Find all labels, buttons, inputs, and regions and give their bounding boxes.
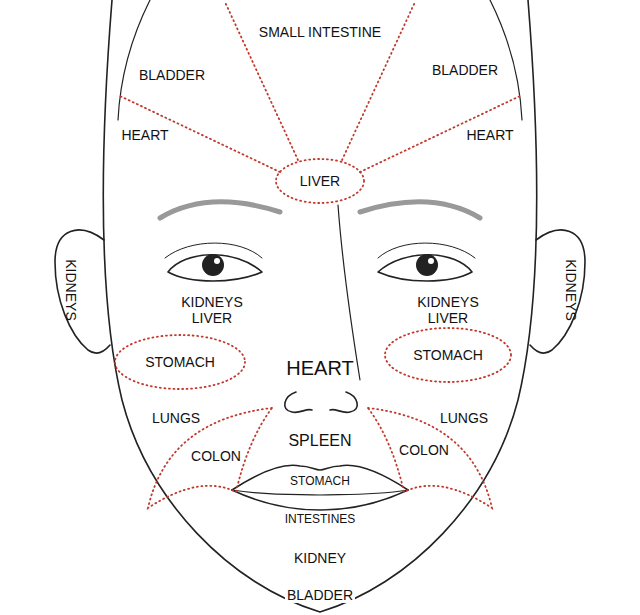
zone-name: COLON: [399, 442, 449, 458]
ear-label: KIDNEYS: [563, 257, 579, 322]
dotted-outline: [148, 408, 272, 508]
left-eyebrow: [160, 202, 280, 218]
face-outline: [103, 0, 536, 612]
dotted-outline: [368, 408, 492, 508]
zone-label: LUNGS: [438, 410, 490, 426]
zone-label: HEART: [284, 357, 355, 380]
zone-label: SMALL INTESTINE: [257, 24, 383, 40]
right-eyebrow: [360, 202, 480, 218]
zone-name: COLON: [191, 448, 241, 464]
zone-label: BLADDER: [137, 67, 207, 83]
zone-ellipse: STOMACH: [114, 334, 246, 390]
zone-label: INTESTINES: [283, 513, 358, 527]
eye-highlight: [428, 258, 434, 264]
right-eye: [378, 255, 472, 281]
mouth-line: [232, 490, 408, 495]
zone-circle: LIVER: [275, 158, 365, 204]
right-nostril: [330, 392, 357, 412]
nose-line: [338, 205, 360, 380]
left-nostril: [285, 392, 312, 412]
zone-divider: [120, 96, 280, 172]
right-ear: [530, 230, 585, 353]
zone-label: BLADDER: [285, 587, 355, 603]
zone-label: KIDNEY: [292, 550, 348, 566]
left-iris: [202, 254, 224, 276]
zone-label: SPLEEN: [286, 432, 353, 450]
zone-name: STOMACH: [413, 347, 483, 363]
zone-name: STOMACH: [145, 354, 215, 370]
right-iris: [416, 254, 438, 276]
upper-lip: [232, 465, 408, 490]
left-eye: [168, 255, 262, 281]
dotted-outline: [385, 328, 511, 382]
left-ear: [55, 230, 110, 353]
ear-label: KIDNEYS: [63, 257, 79, 322]
zone-name: LIVER: [300, 173, 340, 189]
zone-label: KIDNEYS LIVER: [411, 294, 485, 326]
zone-label: BLADDER: [430, 62, 500, 78]
zone-label: HEART: [119, 127, 170, 143]
zone-label: HEART: [464, 127, 515, 143]
zone-label: KIDNEYS LIVER: [175, 294, 249, 326]
zone-divider: [360, 96, 520, 172]
zone-label: STOMACH: [288, 475, 352, 489]
zone-ellipse: STOMACH: [384, 327, 512, 383]
dotted-outline: [115, 335, 245, 389]
eye-highlight: [214, 258, 220, 264]
zone-label: LUNGS: [150, 410, 202, 426]
dotted-outline: [276, 159, 364, 203]
lower-lip: [232, 490, 408, 510]
